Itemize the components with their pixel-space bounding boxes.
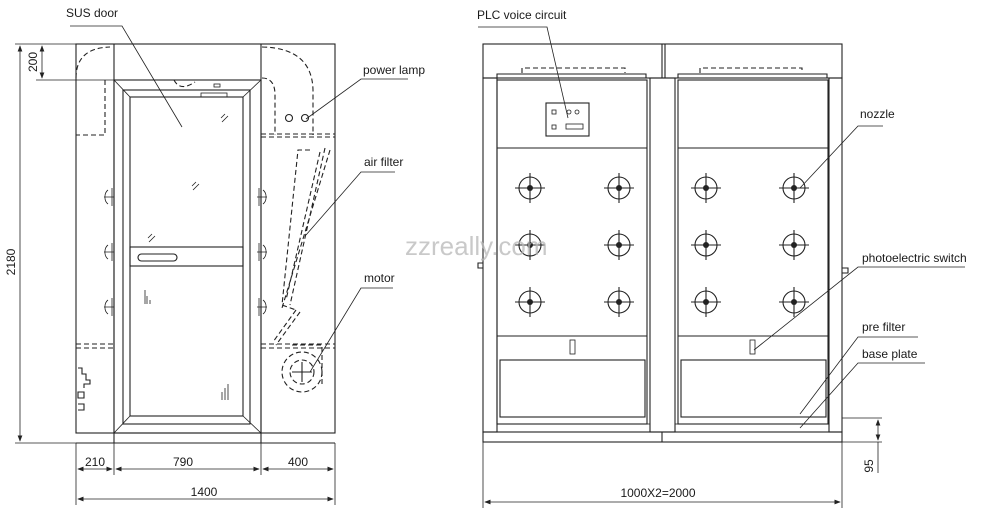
nozzle-icon <box>515 230 545 260</box>
door-handle-icon <box>137 253 178 262</box>
watermark: zzreally.com <box>405 231 548 261</box>
door-closer <box>200 92 228 98</box>
front-outer-frame <box>75 43 336 434</box>
power-lamp-icon <box>300 113 310 123</box>
wall-middle <box>649 77 676 433</box>
dim-door-width: 790 <box>173 455 193 469</box>
nozzles <box>515 173 809 317</box>
side-dimensions: 1000X2=2000 95 <box>482 417 882 508</box>
nozzle-icon <box>604 173 634 203</box>
label-sus-door: SUS door <box>66 6 118 20</box>
label-power-lamp: power lamp <box>363 63 425 77</box>
nozzle-icon <box>691 230 721 260</box>
panel-right <box>677 79 829 425</box>
label-air-filter: air filter <box>364 155 403 169</box>
label-nozzle: nozzle <box>860 107 895 121</box>
wall-right <box>828 77 843 433</box>
dim-base-height: 95 <box>862 459 876 473</box>
panel-left <box>496 79 648 425</box>
dim-right-width: 400 <box>288 455 308 469</box>
label-photoelectric-switch: photoelectric switch <box>862 251 967 265</box>
label-plc-voice-circuit: PLC voice circuit <box>477 8 567 22</box>
plc-control-box <box>545 102 590 137</box>
nozzle-icon <box>604 230 634 260</box>
motor-icon <box>281 344 323 393</box>
door-mid-bar <box>129 246 244 267</box>
nozzle-icon <box>604 287 634 317</box>
photoelectric-switch-icon <box>569 339 576 355</box>
side-knobs <box>477 262 849 274</box>
nozzle-icon <box>779 230 809 260</box>
lock-icon <box>77 367 91 411</box>
dim-top-height: 200 <box>26 52 40 72</box>
photoelectric-switch-icon <box>749 339 756 355</box>
sus-door <box>113 79 262 434</box>
front-dimensions: 2180 200 210 790 400 1400 <box>4 43 336 505</box>
hinges <box>104 188 267 316</box>
nozzle-icon <box>691 287 721 317</box>
nozzle-icon <box>515 173 545 203</box>
label-motor: motor <box>364 271 395 285</box>
nozzle-icon <box>779 173 809 203</box>
front-view <box>75 43 336 444</box>
dim-left-width: 210 <box>85 455 105 469</box>
side-view <box>477 43 849 443</box>
indicator-light-icon <box>284 113 294 123</box>
dim-side-total-width: 1000X2=2000 <box>620 486 695 500</box>
nozzle-icon <box>779 287 809 317</box>
air-filter-icon <box>272 147 331 346</box>
dim-height-total: 2180 <box>4 248 18 275</box>
nozzle-icon <box>515 287 545 317</box>
nozzle-icon <box>691 173 721 203</box>
pre-filter-mesh <box>499 359 646 418</box>
label-pre-filter: pre filter <box>862 320 905 334</box>
label-base-plate: base plate <box>862 347 918 361</box>
dim-total-width: 1400 <box>191 485 218 499</box>
pre-filter-mesh <box>680 359 827 418</box>
callouts: SUS door power lamp air filter motor PLC… <box>66 6 967 429</box>
